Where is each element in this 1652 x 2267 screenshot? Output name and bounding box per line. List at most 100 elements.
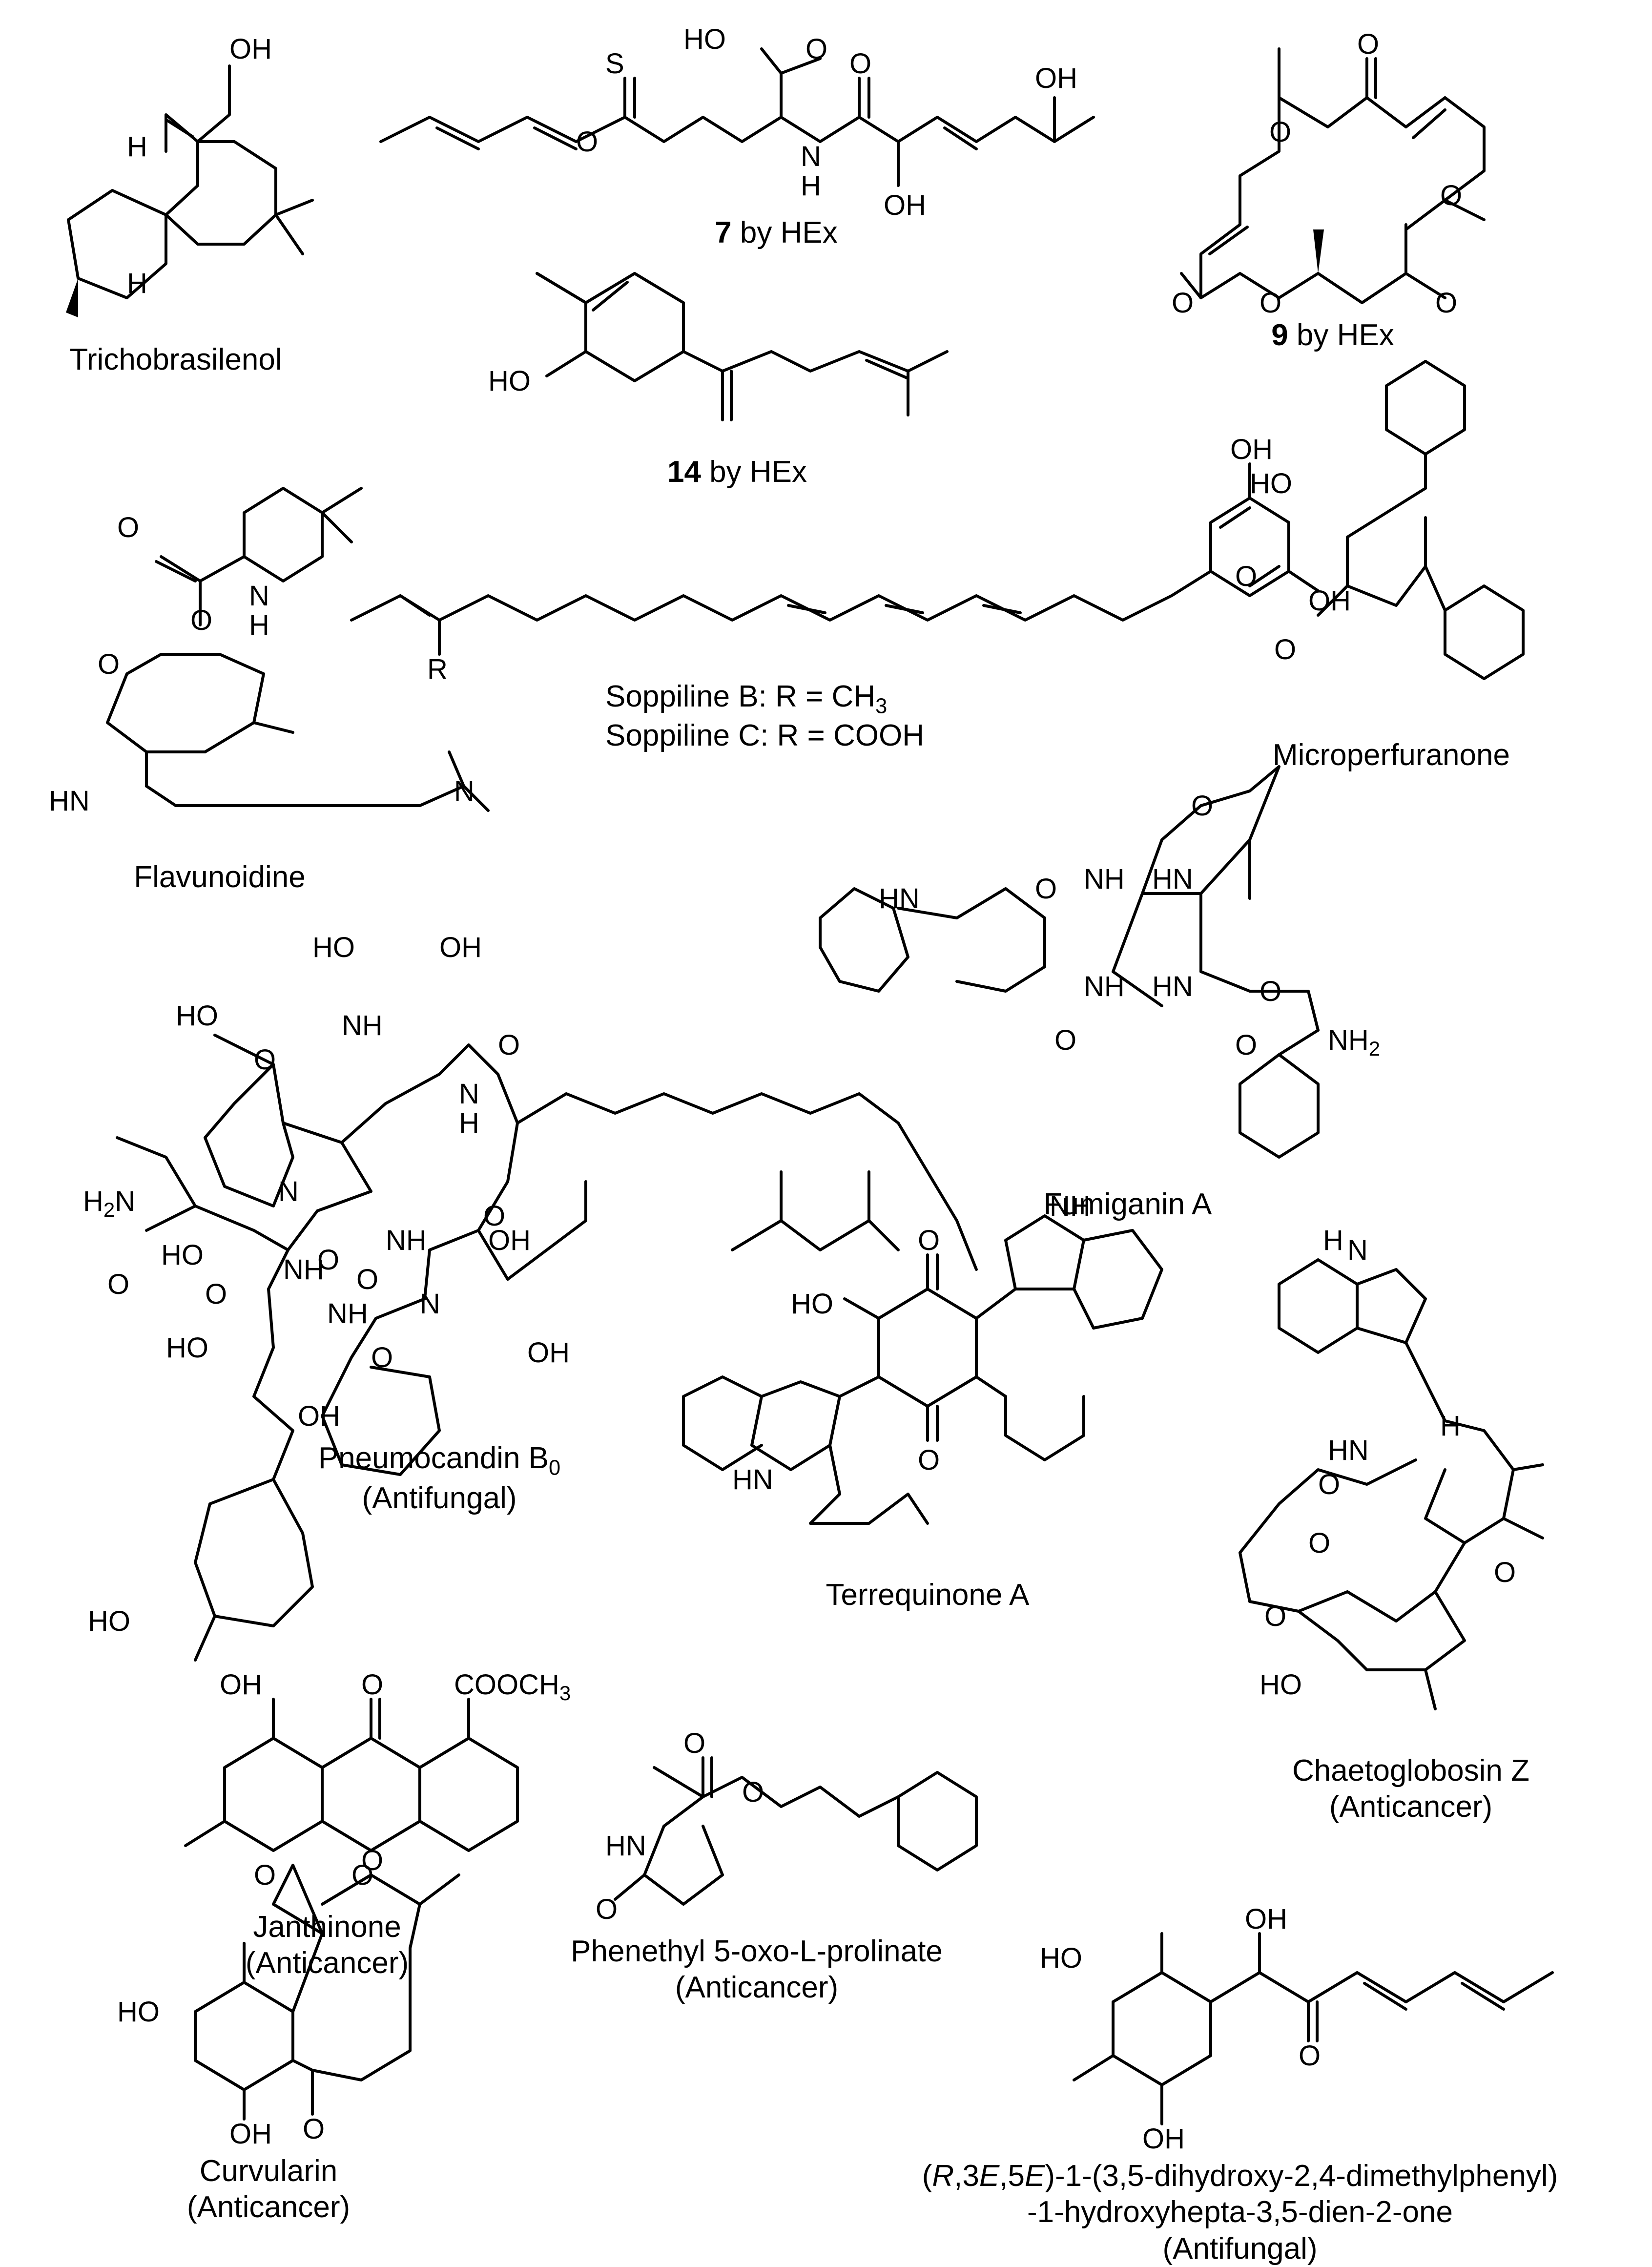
compound-14-structure: HO <box>488 272 949 421</box>
atom-ho: HO <box>166 1332 208 1364</box>
atom-oh: OH <box>229 2118 272 2150</box>
atom-nh: NH <box>1084 863 1125 895</box>
atom-o: O <box>371 1342 393 1373</box>
atom-h: H <box>1440 1410 1461 1442</box>
atom-o: O <box>254 1044 276 1076</box>
atom-n: N <box>278 1176 299 1207</box>
atom-oh: OH <box>884 189 926 221</box>
atom-h: H <box>249 609 269 641</box>
atom-hn: HN <box>49 785 90 817</box>
caption-fumiganin: Fumiganin A <box>1043 1187 1212 1221</box>
atom-o: O <box>1035 873 1057 905</box>
atom-o: O <box>317 1244 339 1276</box>
atom-hn: HN <box>1328 1435 1369 1466</box>
atom-oh: OH <box>439 932 482 963</box>
atom-o: O <box>1172 287 1194 319</box>
caption-microperfuranone: Microperfuranone <box>1273 738 1510 772</box>
caption-terrequinone: Terrequinone A <box>826 1578 1030 1612</box>
compound-9-structure: O O O O O O <box>1172 28 1486 319</box>
soppiline-structure: R OH OH <box>350 434 1351 685</box>
atom-nh: NH <box>283 1254 324 1286</box>
atom-o: O <box>1435 287 1457 319</box>
atom-o: O <box>1440 180 1462 211</box>
atom-o: O <box>596 1893 618 1925</box>
flavunoidine-structure: O N H O O HN N <box>49 487 490 817</box>
atom-o: O <box>1191 790 1213 822</box>
atom-o: O <box>117 512 139 543</box>
caption-compound-7: 7 by HEx <box>715 216 838 250</box>
atom-n: N <box>801 141 821 172</box>
atom-o: O <box>361 1669 383 1701</box>
atom-n: N <box>459 1078 479 1110</box>
atom-o: O <box>303 2113 325 2145</box>
atom-n: N <box>1347 1234 1368 1266</box>
caption-pneumocandin: Pneumocandin B0(Antifungal) <box>318 1441 561 1516</box>
atom-nh: NH <box>342 1010 383 1041</box>
atom-h: H <box>127 131 147 163</box>
atom-ho: HO <box>1250 468 1292 499</box>
atom-oh: OH <box>229 33 272 65</box>
trichobrasilenol-structure: H H OH <box>66 33 314 317</box>
atom-o: O <box>1269 116 1291 148</box>
atom-o: O <box>1260 287 1281 319</box>
atom-o: O <box>849 48 871 80</box>
atom-nh: NH <box>386 1225 427 1256</box>
pneumocandin-structure: HO HO OH NH O O N H N H2N O O NH O OH HO… <box>83 932 978 1662</box>
atom-oh: OH <box>1230 434 1273 465</box>
caption-compound-14: 14 by HEx <box>667 455 807 489</box>
atom-o: O <box>1494 1557 1516 1588</box>
atom-o: O <box>254 1859 276 1891</box>
atom-ho: HO <box>791 1288 833 1320</box>
atom-o: O <box>1235 1029 1257 1061</box>
atom-hn: HN <box>879 883 920 915</box>
atom-o: O <box>205 1278 227 1310</box>
atom-o: O <box>483 1200 505 1232</box>
caption-flavunoidine: Flavunoidine <box>134 860 306 894</box>
caption-trichobrasilenol: Trichobrasilenol <box>69 343 282 376</box>
atom-o: O <box>1274 634 1296 666</box>
atom-o: O <box>742 1776 764 1808</box>
atom-hn: HN <box>605 1830 646 1862</box>
curvularin-structure: HO O O OH O <box>117 1859 460 2150</box>
atom-o: O <box>356 1264 378 1295</box>
caption-phenethyl-prolinate: Phenethyl 5-oxo-L-prolinate(Anticancer) <box>571 1934 943 2005</box>
atom-o: O <box>805 33 827 65</box>
atom-nh: NH <box>1050 1190 1091 1222</box>
atom-o: O <box>1299 2040 1321 2072</box>
atom-ho: HO <box>1260 1669 1302 1701</box>
caption-heptadienone: (R,3E,5E)-1-(3,5-dihydroxy-2,4-dimethylp… <box>922 2159 1558 2266</box>
atom-oh: OH <box>527 1337 570 1369</box>
atom-h: H <box>801 170 821 202</box>
chaetoglobosin-structure: H N HN H O O O O HO <box>1239 1225 1544 1710</box>
atom-ho: HO <box>488 365 531 397</box>
atom-o: O <box>107 1269 129 1300</box>
atom-cooch3: COOCH3 <box>454 1669 571 1705</box>
atom-oh: OH <box>298 1400 340 1432</box>
atom-o: O <box>918 1444 940 1476</box>
fumiganin-structure: HN O NH HN O NH HN O O O NH2 <box>819 765 1380 1159</box>
atom-oh: OH <box>220 1669 262 1701</box>
microperfuranone-structure: HO O O <box>1235 360 1525 680</box>
atom-o: O <box>576 126 598 158</box>
atom-ho: HO <box>88 1605 130 1637</box>
atom-oh: OH <box>1035 62 1077 94</box>
caption-compound-9: 9 by HEx <box>1271 318 1394 352</box>
atom-ho: HO <box>117 1996 160 2028</box>
atom-oh: OH <box>488 1225 531 1256</box>
atom-o: O <box>1357 28 1379 60</box>
atom-ho: HO <box>176 1000 218 1032</box>
atom-s: S <box>605 48 624 80</box>
caption-chaetoglobosin: Chaetoglobosin Z(Anticancer) <box>1292 1754 1529 1824</box>
janthinone-structure: OH O COOCH3 O <box>184 1669 571 1876</box>
atom-o: O <box>1260 976 1281 1007</box>
atom-h: H <box>1323 1225 1343 1256</box>
atom-o: O <box>190 604 212 636</box>
atom-h: H <box>459 1107 479 1139</box>
atom-o: O <box>1318 1469 1340 1500</box>
atom-nh2: NH2 <box>1328 1024 1380 1060</box>
atom-oh: OH <box>1245 1903 1287 1935</box>
terrequinone-structure: HO O O NH HN <box>682 1190 1163 1525</box>
atom-h2n: H2N <box>83 1185 135 1221</box>
caption-curvularin: Curvularin(Anticancer) <box>186 2154 351 2225</box>
atom-o: O <box>1235 561 1257 592</box>
